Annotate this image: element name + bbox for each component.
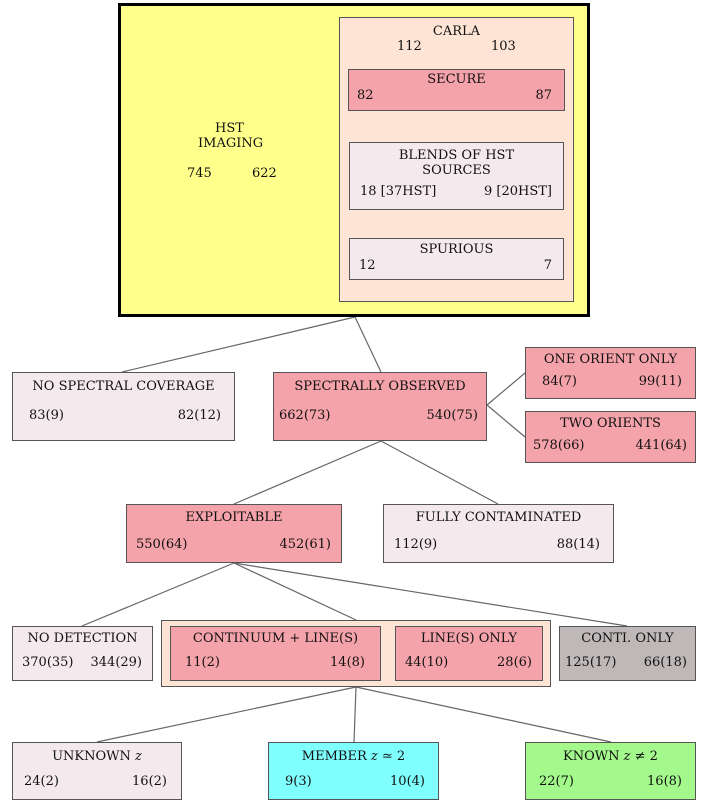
conti-only-count-right: 66(18) (643, 655, 687, 670)
member-relation: ≃ 2 (381, 749, 406, 764)
edge-lines-member (353, 686, 357, 743)
conti-only-box: CONTI. ONLY 125(17) 66(18) (559, 626, 696, 681)
edge-hst-nospectral (121, 316, 356, 373)
continuum-count-left: 11(2) (185, 655, 220, 670)
fully-title: FULLY CONTAMINATED (415, 510, 582, 525)
no-spectral-count-left: 83(9) (29, 408, 64, 423)
spectrally-count-left: 662(73) (279, 408, 331, 423)
known-relation: ≠ 2 (634, 749, 658, 764)
conti-only-title: CONTI. ONLY (581, 631, 674, 646)
blends-title-line2: SOURCES (422, 163, 491, 178)
no-spectral-title: NO SPECTRAL COVERAGE (32, 379, 215, 394)
spurious-count-left: 12 (359, 258, 376, 273)
edge-exploitable-nodetection (81, 562, 235, 627)
one-orient-count-left: 84(7) (542, 374, 577, 389)
known-count-right: 16(8) (647, 774, 682, 789)
two-orients-count-left: 578(66) (533, 438, 585, 453)
two-orients-count-right: 441(64) (635, 438, 688, 453)
continuum-line-box: CONTINUUM + LINE(S) 11(2) 14(8) (170, 626, 381, 681)
fully-count-left: 112(9) (394, 537, 438, 552)
continuum-count-right: 14(8) (330, 655, 365, 670)
secure-count-right: 87 (535, 88, 552, 103)
fully-contaminated-box: FULLY CONTAMINATED 112(9) 88(14) (383, 504, 614, 563)
carla-count-left: 112 (397, 39, 422, 54)
member-count-right: 10(4) (390, 774, 425, 789)
hst-title-line1: HST (215, 121, 244, 136)
edge-spectral-exploitable (233, 440, 382, 505)
spectrally-title: SPECTRALLY OBSERVED (294, 379, 466, 394)
exploitable-count-left: 550(64) (136, 537, 188, 552)
no-spectral-count-right: 82(12) (177, 408, 221, 423)
edge-spectral-oneorient (486, 372, 526, 406)
lines-only-count-left: 44(10) (405, 655, 449, 670)
spectrally-count-right: 540(75) (426, 408, 479, 423)
spurious-count-right: 7 (543, 258, 552, 273)
unknown-z: z (135, 749, 142, 764)
secure-box: SECURE 82 87 (348, 69, 565, 111)
member-z-box: MEMBER z ≃ 2 9(3) 10(4) (268, 742, 439, 800)
one-orient-only-box: ONE ORIENT ONLY 84(7) 99(11) (525, 347, 696, 399)
continuum-title: CONTINUUM + LINE(S) (192, 631, 359, 646)
known-count-left: 22(7) (539, 774, 574, 789)
spectrally-observed-box: SPECTRALLY OBSERVED 662(73) 540(75) (273, 372, 487, 441)
blends-title-line1: BLENDS OF HST (398, 148, 515, 163)
exploitable-box: EXPLOITABLE 550(64) 452(61) (126, 504, 342, 563)
no-detection-title: NO DETECTION (27, 631, 138, 646)
carla-count-right: 103 (491, 39, 516, 54)
unknown-z-box: UNKNOWN z 24(2) 16(2) (12, 742, 182, 800)
one-orient-count-right: 99(11) (638, 374, 682, 389)
blends-count-left: 18 [37HST] (360, 184, 437, 199)
edge-spectral-twoorients (486, 404, 526, 438)
edge-exploitable-conti (233, 562, 628, 627)
known-z-box: KNOWN z ≠ 2 22(7) 16(8) (525, 742, 696, 800)
member-label: MEMBER (301, 749, 367, 764)
blends-count-right: 9 [20HST] (483, 184, 552, 199)
unknown-count-right: 16(2) (132, 774, 167, 789)
edge-hst-spectral (354, 316, 382, 373)
edge-exploitable-lines (233, 562, 357, 621)
edge-spectral-fully (380, 440, 499, 505)
lines-only-count-right: 28(6) (497, 655, 532, 670)
exploitable-title: EXPLOITABLE (185, 510, 283, 525)
edge-lines-unknown (96, 686, 357, 743)
member-title: MEMBER z ≃ 2 (269, 750, 438, 763)
fully-count-right: 88(14) (556, 537, 600, 552)
hst-count-left: 745 (187, 166, 212, 181)
unknown-title: UNKNOWN z (13, 750, 181, 763)
unknown-count-left: 24(2) (24, 774, 59, 789)
no-detection-count-right: 344(29) (90, 655, 143, 670)
edge-lines-known (355, 686, 612, 743)
secure-title: SECURE (427, 72, 486, 87)
no-spectral-coverage-box: NO SPECTRAL COVERAGE 83(9) 82(12) (12, 372, 235, 441)
hst-count-right: 622 (252, 166, 277, 181)
spurious-box: SPURIOUS 12 7 (349, 238, 564, 280)
secure-count-left: 82 (357, 88, 374, 103)
exploitable-count-right: 452(61) (279, 537, 332, 552)
two-orients-title: TWO ORIENTS (560, 416, 661, 431)
member-count-left: 9(3) (285, 774, 312, 789)
known-title: KNOWN z ≠ 2 (526, 750, 695, 763)
known-z: z (623, 749, 631, 764)
spurious-title: SPURIOUS (419, 242, 494, 257)
lines-only-title: LINE(S) ONLY (420, 631, 518, 646)
lines-only-box: LINE(S) ONLY 44(10) 28(6) (395, 626, 543, 681)
blends-box: BLENDS OF HST SOURCES 18 [37HST] 9 [20HS… (349, 142, 564, 210)
member-z: z (370, 749, 378, 764)
no-detection-count-left: 370(35) (22, 655, 74, 670)
known-label: KNOWN (563, 749, 620, 764)
one-orient-title: ONE ORIENT ONLY (543, 352, 678, 367)
unknown-label: UNKNOWN (52, 749, 131, 764)
two-orients-box: TWO ORIENTS 578(66) 441(64) (525, 411, 696, 463)
hst-title-line2: IMAGING (198, 136, 264, 151)
conti-only-count-left: 125(17) (565, 655, 617, 670)
carla-title: CARLA (432, 24, 481, 39)
no-detection-box: NO DETECTION 370(35) 344(29) (12, 626, 153, 681)
